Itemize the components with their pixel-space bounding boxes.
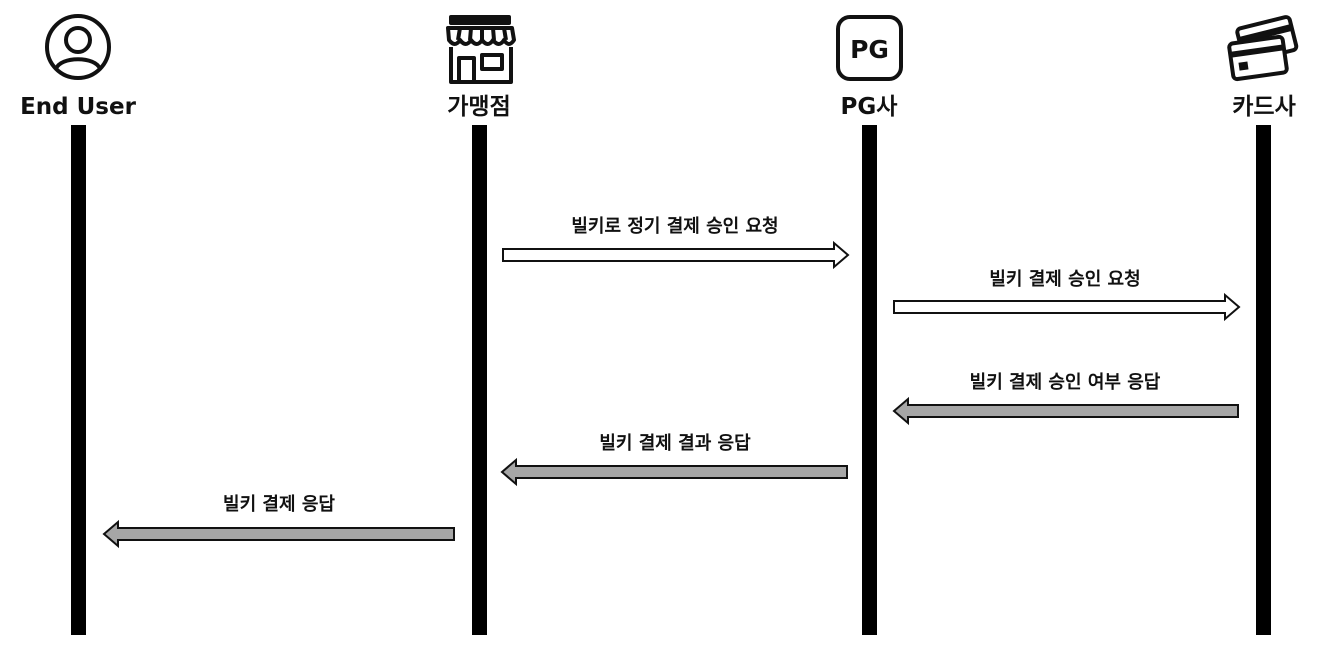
user-circle-icon bbox=[45, 14, 111, 80]
request-arrow bbox=[893, 292, 1241, 322]
response-arrow bbox=[500, 457, 848, 487]
actor-label-pg: PG사 bbox=[841, 94, 898, 120]
message-label: 빌키 결제 결과 응답 bbox=[599, 433, 751, 454]
lifeline-end-user bbox=[71, 125, 86, 635]
lifeline-pg bbox=[862, 125, 877, 635]
pg-badge-icon: PG bbox=[836, 15, 903, 81]
message-label: 빌키로 정기 결제 승인 요청 bbox=[571, 216, 778, 237]
lifeline-card bbox=[1256, 125, 1271, 635]
request-arrow bbox=[502, 240, 850, 270]
credit-cards-icon bbox=[1227, 15, 1299, 82]
response-arrow bbox=[892, 396, 1239, 426]
message-label: 빌키 결제 승인 요청 bbox=[989, 269, 1140, 290]
storefront-icon bbox=[446, 15, 516, 84]
lifeline-merchant bbox=[472, 125, 487, 635]
actor-label-merchant: 가맹점 bbox=[447, 94, 510, 120]
actor-label-end-user: End User bbox=[20, 94, 137, 120]
response-arrow bbox=[102, 519, 455, 549]
message-label: 빌키 결제 승인 여부 응답 bbox=[970, 372, 1161, 393]
pg-badge-text: PG bbox=[850, 35, 889, 64]
message-label: 빌키 결제 응답 bbox=[223, 494, 335, 515]
actor-label-card: 카드사 bbox=[1232, 94, 1295, 120]
